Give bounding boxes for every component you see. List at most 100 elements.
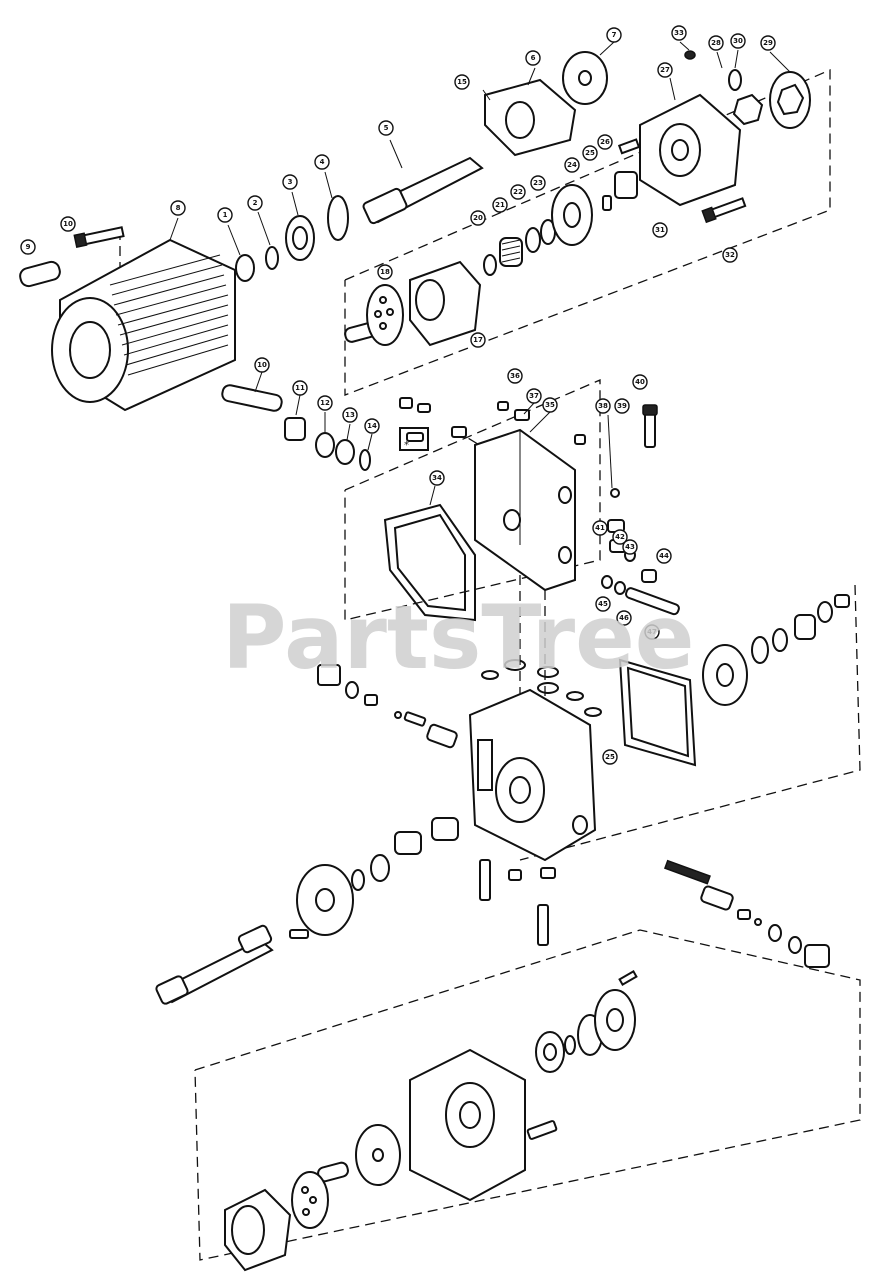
housing-o-rings[interactable] <box>481 659 602 717</box>
callout-38[interactable]: 38 <box>595 398 611 414</box>
pin-10[interactable] <box>221 384 283 412</box>
cylinder-block-19[interactable] <box>409 260 482 347</box>
stud-16[interactable] <box>73 226 125 248</box>
port-plate-right[interactable] <box>702 644 748 706</box>
bottom-flange[interactable] <box>594 989 636 1051</box>
callout-7[interactable]: 7 <box>606 27 622 43</box>
callout-34[interactable]: 34 <box>429 470 445 486</box>
gasket-34[interactable] <box>383 503 476 622</box>
bushing-26[interactable] <box>614 171 638 199</box>
callout-4[interactable]: 4 <box>314 154 330 170</box>
callout-39[interactable]: 39 <box>614 398 630 414</box>
callout-8[interactable]: 8 <box>170 200 186 216</box>
callout-13[interactable]: 13 <box>342 407 358 423</box>
lower-flange[interactable] <box>296 864 354 936</box>
nut-28[interactable] <box>732 93 764 126</box>
callout-11[interactable]: 11 <box>292 380 308 396</box>
valve-spool-47[interactable] <box>625 587 680 616</box>
valve-plate-18[interactable] <box>366 284 404 346</box>
callout-6[interactable]: 6 <box>525 50 541 66</box>
valve-block-35[interactable] <box>474 428 576 592</box>
port-plate-24[interactable] <box>551 184 593 246</box>
spring-kit-box[interactable]: * <box>399 427 429 451</box>
end-cover-27[interactable] <box>639 93 742 207</box>
callout-10-lower[interactable]: 10 <box>254 357 270 373</box>
callout-47[interactable]: 47 <box>644 624 660 640</box>
callout-15[interactable]: 15 <box>454 74 470 90</box>
callout-45[interactable]: 45 <box>595 596 611 612</box>
lower-shaft[interactable] <box>155 924 309 1005</box>
washer-20[interactable] <box>483 254 497 276</box>
bottom-bearing[interactable] <box>535 1031 565 1073</box>
pin-25[interactable] <box>602 195 612 211</box>
callout-9[interactable]: 9 <box>20 239 36 255</box>
o-ring-46[interactable] <box>614 581 626 595</box>
callout-30[interactable]: 30 <box>730 33 746 49</box>
callout-14[interactable]: 14 <box>364 418 380 434</box>
callout-21[interactable]: 21 <box>492 197 508 213</box>
callout-43[interactable]: 43 <box>622 539 638 555</box>
washer-22[interactable] <box>525 227 541 253</box>
snap-ring-4[interactable] <box>327 195 349 241</box>
pump-housing[interactable] <box>468 688 597 862</box>
callout-2[interactable]: 2 <box>247 195 263 211</box>
callout-18[interactable]: 18 <box>377 264 393 280</box>
plug-33[interactable] <box>684 50 696 60</box>
bottom-snap-ring[interactable] <box>564 1035 576 1055</box>
callout-25-upper[interactable]: 25 <box>582 145 598 161</box>
plug-38[interactable] <box>574 434 586 445</box>
right-stack[interactable] <box>751 594 850 664</box>
bottom-screw-top[interactable] <box>618 970 638 986</box>
plug-36[interactable] <box>497 401 509 411</box>
callout-26[interactable]: 26 <box>597 134 613 150</box>
spring-21[interactable] <box>499 237 523 267</box>
pin-9[interactable] <box>18 260 61 288</box>
ball-39[interactable] <box>610 488 620 498</box>
callout-12[interactable]: 12 <box>317 395 333 411</box>
o-ring-30[interactable] <box>728 69 742 91</box>
bottom-end-cover[interactable] <box>409 1048 526 1202</box>
plug-44[interactable] <box>641 569 657 583</box>
washer-2[interactable] <box>265 246 279 270</box>
bottom-thrust-washer[interactable] <box>355 1124 401 1186</box>
bolt-31[interactable] <box>617 138 641 155</box>
callout-33[interactable]: 33 <box>671 25 687 41</box>
washer-45[interactable] <box>601 575 613 589</box>
callout-36[interactable]: 36 <box>507 368 523 384</box>
bottom-valve-plate[interactable] <box>291 1171 329 1229</box>
callout-3[interactable]: 3 <box>282 174 298 190</box>
snap-ring-14[interactable] <box>359 449 371 471</box>
bearing-1[interactable] <box>235 254 255 282</box>
callout-24[interactable]: 24 <box>564 157 580 173</box>
callout-20[interactable]: 20 <box>470 210 486 226</box>
callout-5[interactable]: 5 <box>378 120 394 136</box>
callout-40[interactable]: 40 <box>632 374 648 390</box>
callout-42[interactable]: 42 <box>612 529 628 545</box>
bottom-cylinder-block[interactable] <box>224 1188 292 1272</box>
washer-12[interactable] <box>315 432 335 458</box>
callout-37[interactable]: 37 <box>526 388 542 404</box>
bolt-40[interactable] <box>642 404 658 448</box>
thrust-plate-7[interactable] <box>562 51 608 105</box>
callout-23[interactable]: 23 <box>530 175 546 191</box>
callout-41[interactable]: 41 <box>592 520 608 536</box>
callout-10-upper[interactable]: 10 <box>60 216 76 232</box>
callout-27[interactable]: 27 <box>657 62 673 78</box>
drive-coupling-29[interactable] <box>769 71 811 129</box>
callout-31[interactable]: 31 <box>652 222 668 238</box>
left-relief-valve[interactable] <box>317 664 458 749</box>
bushing-11[interactable] <box>284 417 306 441</box>
callout-22[interactable]: 22 <box>510 184 526 200</box>
gasket-right[interactable] <box>618 658 697 767</box>
lower-bearing-stack[interactable] <box>351 817 459 891</box>
callout-29[interactable]: 29 <box>760 35 776 51</box>
bottom-bolt[interactable] <box>526 1120 558 1140</box>
callout-32[interactable]: 32 <box>722 247 738 263</box>
motor-housing[interactable] <box>51 238 236 412</box>
end-cap-6[interactable] <box>484 78 577 157</box>
washer-13[interactable] <box>335 439 355 465</box>
ball-bearing-3[interactable] <box>285 215 315 261</box>
callout-44[interactable]: 44 <box>656 548 672 564</box>
bolt-32[interactable] <box>701 197 747 224</box>
fitting-upper-left[interactable] <box>399 397 467 438</box>
